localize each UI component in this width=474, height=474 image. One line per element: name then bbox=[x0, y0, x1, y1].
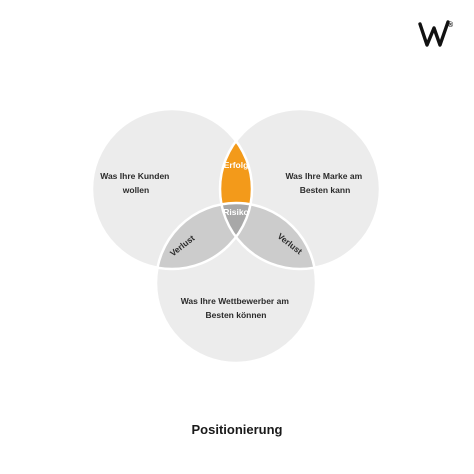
success-label: Erfolg bbox=[224, 160, 249, 170]
brand-text: Was Ihre Marke am Besten kann bbox=[285, 171, 364, 195]
intersection-loss-left bbox=[156, 203, 252, 269]
logo: ® bbox=[418, 20, 454, 47]
risk-label: Risiko bbox=[223, 207, 249, 217]
circle-outlines bbox=[90, 107, 382, 365]
registered-mark: ® bbox=[448, 21, 454, 29]
diagram-caption: Positionierung bbox=[191, 422, 283, 437]
customers-text: Was Ihre Kunden wollen bbox=[100, 171, 171, 195]
w-logo-icon bbox=[418, 20, 450, 47]
competitors-text: Was Ihre Wettbewerber am Besten können bbox=[181, 296, 292, 320]
intersection-loss-right bbox=[220, 203, 316, 269]
